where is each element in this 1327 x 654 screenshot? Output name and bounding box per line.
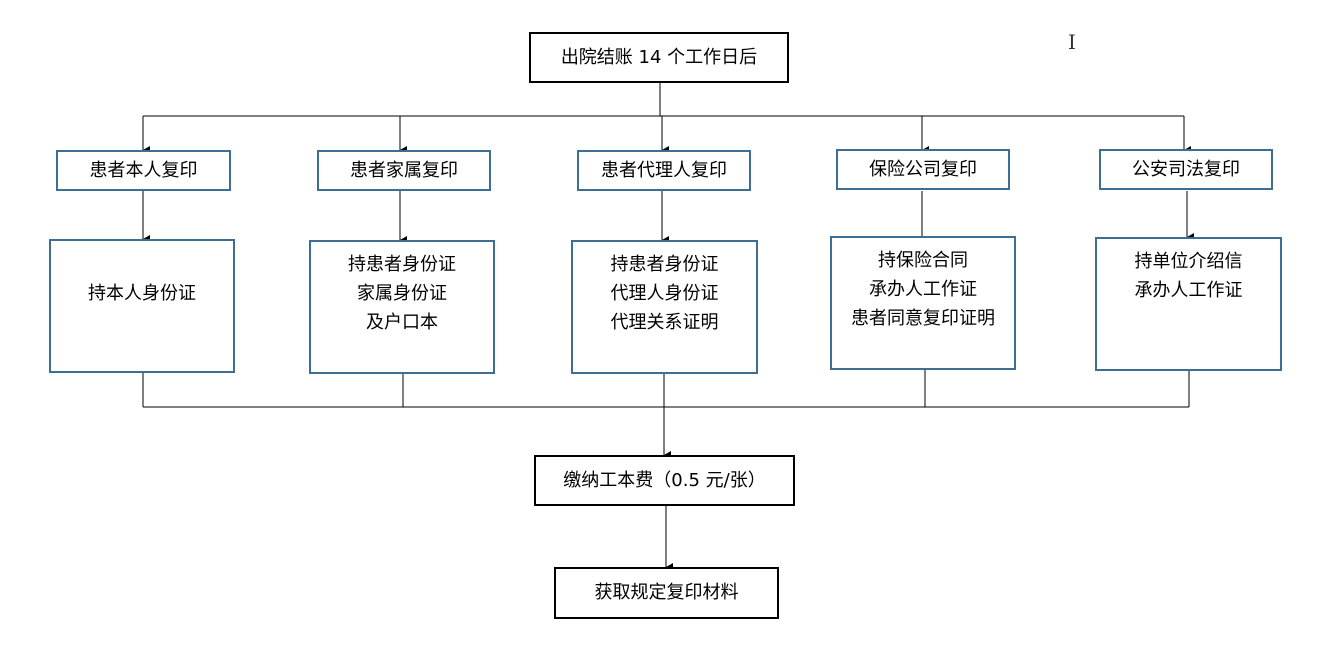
- category-label: 公安司法复印: [1132, 158, 1240, 180]
- requirement-line: 患者同意复印证明: [851, 308, 995, 329]
- category-label: 患者代理人复印: [601, 159, 727, 181]
- requirement-line: 持本人身份证: [88, 283, 196, 304]
- start-box: 出院结账 14 个工作日后: [529, 32, 789, 83]
- final-label: 获取规定复印材料: [594, 582, 739, 604]
- requirement-line: 持患者身份证: [348, 254, 456, 275]
- requirement-box-insurance: 持保险合同 承办人工作证 患者同意复印证明: [830, 236, 1016, 370]
- requirement-line: 代理人身份证: [610, 283, 719, 304]
- category-box-insurance: 保险公司复印: [836, 149, 1010, 190]
- category-box-family: 患者家属复印: [317, 150, 491, 191]
- final-box: 获取规定复印材料: [554, 567, 779, 619]
- requirement-line: 及户口本: [366, 312, 438, 333]
- requirement-box-agent: 持患者身份证 代理人身份证 代理关系证明: [571, 240, 758, 374]
- category-box-agent: 患者代理人复印: [577, 150, 751, 191]
- requirement-line: 持保险合同: [878, 250, 968, 271]
- category-label: 保险公司复印: [869, 158, 977, 180]
- category-label: 患者本人复印: [89, 159, 198, 181]
- requirement-box-family: 持患者身份证 家属身份证 及户口本: [309, 240, 495, 374]
- category-label: 患者家属复印: [350, 159, 458, 181]
- requirement-line: 承办人工作证: [869, 279, 977, 300]
- category-box-self: 患者本人复印: [56, 150, 231, 191]
- requirement-line: 持单位介绍信: [1134, 251, 1243, 272]
- requirement-line: 家属身份证: [357, 283, 447, 304]
- category-box-police-judicial: 公安司法复印: [1099, 149, 1273, 190]
- requirement-line: 持患者身份证: [610, 254, 719, 275]
- requirement-line: 承办人工作证: [1134, 280, 1243, 301]
- fee-box: 缴纳工本费（0.5 元/张）: [534, 455, 795, 506]
- start-label: 出院结账 14 个工作日后: [560, 46, 758, 68]
- fee-label: 缴纳工本费（0.5 元/张）: [563, 469, 766, 491]
- requirement-box-police-judicial: 持单位介绍信 承办人工作证: [1095, 237, 1282, 371]
- requirement-box-self: 持本人身份证: [49, 239, 235, 373]
- requirement-line: 代理关系证明: [610, 312, 719, 333]
- text-cursor-icon: I: [1068, 30, 1076, 54]
